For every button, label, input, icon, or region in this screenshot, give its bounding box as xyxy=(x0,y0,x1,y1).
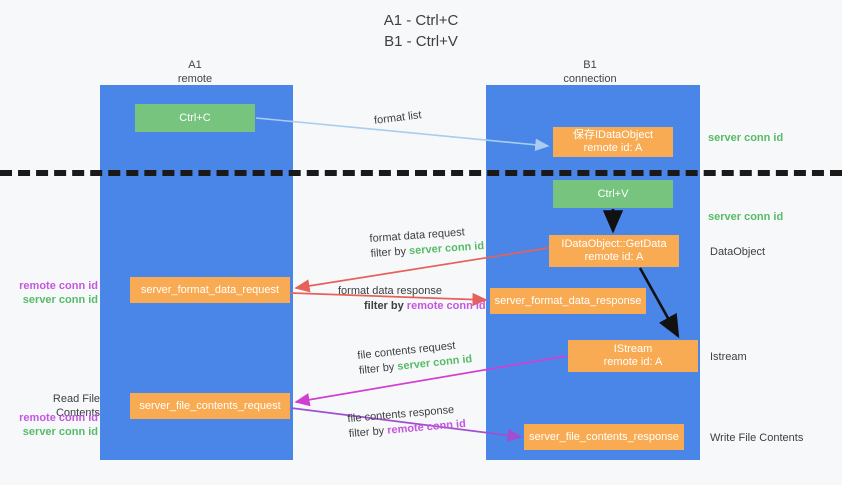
annotation-conn-ids-lower: remote conn id server conn id xyxy=(10,411,98,439)
box-server-format-data-request-label: server_format_data_request xyxy=(140,283,280,296)
annotation-remote-conn-id: remote conn id xyxy=(19,280,98,292)
box-server-file-contents-response-label: server_file_contents_response xyxy=(529,430,679,443)
title-line-2: B1 - Ctrl+V xyxy=(384,33,458,50)
diagram-title: A1 - Ctrl+C B1 - Ctrl+V xyxy=(0,10,842,52)
lane-b1-subtitle: connection xyxy=(563,73,617,85)
lane-a1-title: A1 xyxy=(188,59,202,71)
annotation-server-conn-id: server conn id xyxy=(22,426,98,438)
box-ctrl-v-label: Ctrl+V xyxy=(597,187,629,200)
filter-prefix: filter by xyxy=(348,424,388,441)
box-save-idataobject-line1: 保存IDataObject xyxy=(572,129,654,141)
annotation-server-conn-id-mid: server conn id xyxy=(708,211,784,223)
lane-b1-title: B1 xyxy=(583,59,597,71)
box-getdata-line2: remote id: A xyxy=(584,251,644,263)
box-istream[interactable]: IStream remote id: A xyxy=(568,340,698,372)
edge-label-file-contents-request: file contents request filter by server c… xyxy=(357,337,473,379)
filter-prefix: filter by xyxy=(370,245,410,260)
filter-key-remote-conn-id: remote conn id xyxy=(406,300,486,312)
edge-label-format-list: format list xyxy=(373,108,422,129)
lane-header-b1: B1 connection xyxy=(495,58,685,86)
annotation-write-file-contents: Write File Contents xyxy=(710,432,804,444)
lane-a1-subtitle: remote xyxy=(177,73,213,85)
box-save-idataobject-line2: remote id: A xyxy=(583,142,643,154)
edge-label-format-list-text: format list xyxy=(373,109,423,127)
annotation-dataobject: DataObject xyxy=(710,246,766,258)
box-ctrl-v[interactable]: Ctrl+V xyxy=(553,180,673,208)
box-server-file-contents-response[interactable]: server_file_contents_response xyxy=(524,424,684,450)
box-idataobject-getdata[interactable]: IDataObject::GetData remote id: A xyxy=(549,235,679,267)
title-line-1: A1 - Ctrl+C xyxy=(383,12,459,29)
box-getdata-line1: IDataObject::GetData xyxy=(561,238,667,250)
box-server-file-contents-request-label: server_file_contents_request xyxy=(139,399,281,412)
box-server-format-data-response[interactable]: server_format_data_response xyxy=(490,288,646,314)
box-istream-line2: remote id: A xyxy=(603,356,663,368)
edge-label-format-data-response-filter: filter by remote conn id xyxy=(364,299,486,314)
lane-header-a1: A1 remote xyxy=(110,58,280,86)
edge-label-file-contents-response: file contents response filter by remote … xyxy=(347,402,467,442)
annotation-read-file-contents: Read File Contents xyxy=(52,393,100,419)
edge-label-format-data-response-line1: format data response xyxy=(338,285,442,297)
box-server-format-data-request[interactable]: server_format_data_request xyxy=(130,277,290,303)
box-istream-line1: IStream xyxy=(613,343,653,355)
annotation-server-conn-id-top: server conn id xyxy=(708,132,784,144)
box-save-idataobject[interactable]: 保存IDataObject remote id: A xyxy=(553,127,673,157)
annotation-server-conn-id: server conn id xyxy=(22,294,98,306)
annotation-conn-ids-upper: remote conn id server conn id xyxy=(10,279,98,307)
box-ctrl-c[interactable]: Ctrl+C xyxy=(135,104,255,132)
annotation-istream: Istream xyxy=(710,351,747,363)
filter-prefix: filter by xyxy=(364,300,407,312)
filter-key-server-conn-id: server conn id xyxy=(408,240,485,258)
edge-label-format-data-request: format data request filter by server con… xyxy=(369,224,485,262)
edge-label-format-data-response: format data response filter by remote co… xyxy=(338,284,486,314)
box-ctrl-c-label: Ctrl+C xyxy=(179,111,211,124)
filter-prefix: filter by xyxy=(358,360,398,377)
phase-divider xyxy=(0,170,842,176)
box-server-format-data-response-label: server_format_data_response xyxy=(494,294,642,307)
box-server-file-contents-request[interactable]: server_file_contents_request xyxy=(130,393,290,419)
annotation-remote-conn-id: remote conn id xyxy=(19,412,98,424)
